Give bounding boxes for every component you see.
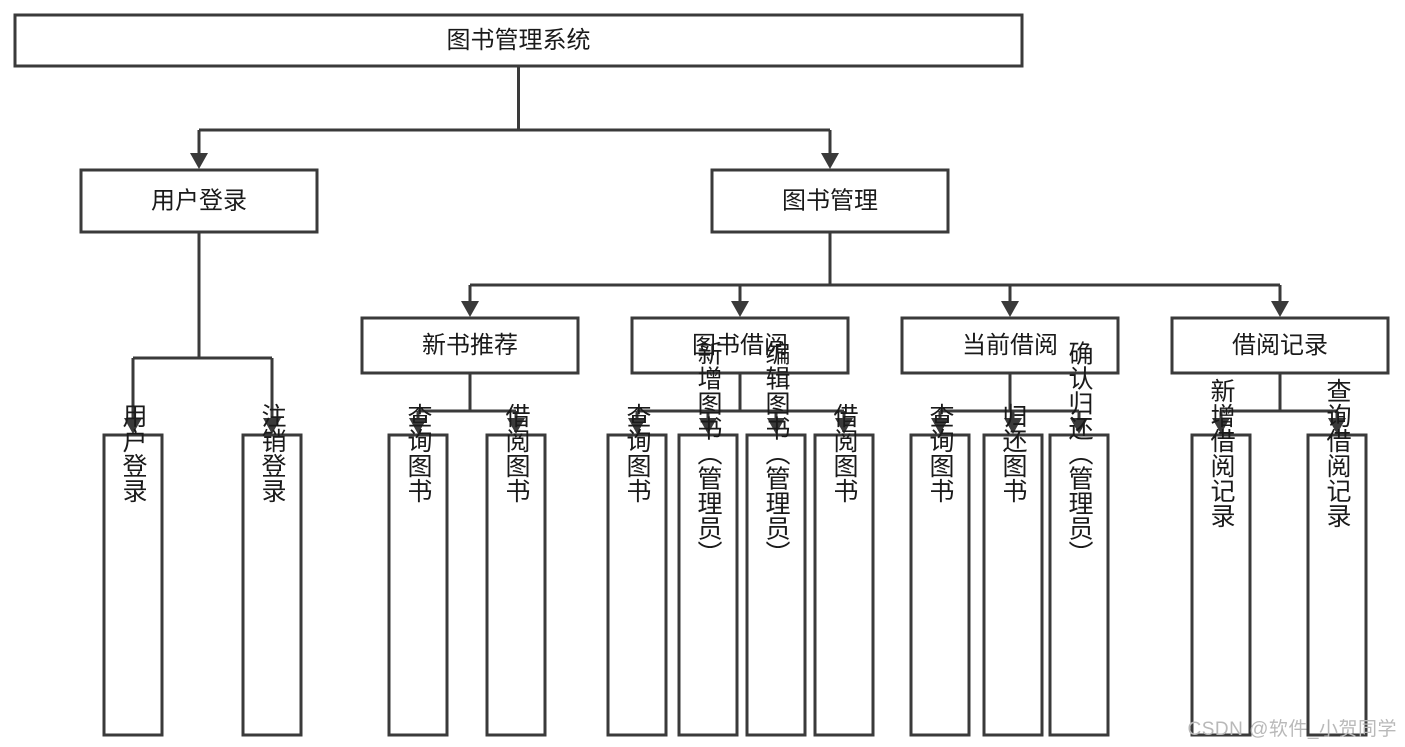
arrow-head-icon — [1004, 418, 1022, 434]
node-label: 查询图书 — [926, 403, 955, 503]
node-box — [909, 433, 971, 737]
node-root[interactable]: 图书管理系统 — [13, 13, 1024, 68]
node-leaf-add-book[interactable]: 新增图书（管理员） — [677, 341, 739, 737]
arrow-head-icon — [124, 418, 142, 434]
arrow-head-icon — [731, 301, 749, 317]
node-leaf-borrow-book-2[interactable]: 借阅图书 — [813, 403, 875, 737]
node-book-borrow[interactable]: 图书借阅 — [630, 316, 850, 375]
arrow-head-icon — [628, 418, 646, 434]
node-current-borrow[interactable]: 当前借阅 — [900, 316, 1120, 375]
node-label: 新增借阅记录 — [1207, 378, 1236, 528]
arrow-head-icon — [699, 418, 717, 434]
node-label: 借阅图书 — [830, 403, 859, 503]
node-box — [1170, 316, 1390, 375]
node-box — [387, 433, 449, 737]
node-book-manage[interactable]: 图书管理 — [710, 168, 950, 234]
arrow-head-icon — [821, 153, 839, 169]
node-label: 查询图书 — [404, 403, 433, 503]
arrow-head-icon — [931, 418, 949, 434]
node-leaf-query-record[interactable]: 查询借阅记录 — [1306, 378, 1368, 737]
arrow-head-icon — [1001, 301, 1019, 317]
arrow-head-icon — [767, 418, 785, 434]
node-leaf-add-record[interactable]: 新增借阅记录 — [1190, 378, 1252, 737]
node-box — [1190, 433, 1252, 737]
arrow-head-icon — [1070, 418, 1088, 434]
arrow-head-icon — [1271, 301, 1289, 317]
node-label: 注销登录 — [258, 403, 287, 503]
arrow-head-icon — [409, 418, 427, 434]
arrow-head-icon — [835, 418, 853, 434]
arrow-head-icon — [1328, 418, 1346, 434]
node-label: 借阅记录 — [1232, 332, 1328, 359]
node-leaf-logout[interactable]: 注销登录 — [241, 403, 303, 737]
node-box — [485, 433, 547, 737]
node-label: 图书管理系统 — [447, 27, 591, 54]
node-user-login[interactable]: 用户登录 — [79, 168, 319, 234]
arrow-head-icon — [190, 153, 208, 169]
node-label: 新增图书（管理员） — [694, 341, 723, 566]
node-label: 当前借阅 — [962, 332, 1058, 359]
node-new-book-rec[interactable]: 新书推荐 — [360, 316, 580, 375]
node-label: 用户登录 — [151, 187, 247, 214]
node-label: 用户登录 — [119, 403, 148, 503]
node-leaf-user-login[interactable]: 用户登录 — [102, 403, 164, 737]
node-leaf-query-book-3[interactable]: 查询图书 — [909, 403, 971, 737]
node-label: 图书借阅 — [692, 332, 788, 359]
nodes-layer: 图书管理系统用户登录图书管理新书推荐图书借阅当前借阅借阅记录用户登录注销登录查询… — [13, 13, 1390, 737]
node-label: 查询借阅记录 — [1323, 378, 1352, 528]
node-box — [630, 316, 850, 375]
node-leaf-query-book-2[interactable]: 查询图书 — [606, 403, 668, 737]
node-leaf-edit-book[interactable]: 编辑图书（管理员） — [745, 341, 807, 737]
node-box — [79, 168, 319, 234]
node-label: 图书管理 — [782, 187, 878, 214]
node-box — [900, 316, 1120, 375]
arrow-head-icon — [1212, 418, 1230, 434]
node-leaf-borrow-book-1[interactable]: 借阅图书 — [485, 403, 547, 737]
node-label: 确认归还（管理员） — [1065, 341, 1094, 566]
node-box — [241, 433, 303, 737]
node-box — [710, 168, 950, 234]
arrow-head-icon — [263, 418, 281, 434]
node-box — [982, 433, 1044, 737]
node-leaf-query-book-1[interactable]: 查询图书 — [387, 403, 449, 737]
arrow-head-icon — [461, 301, 479, 317]
node-box — [360, 316, 580, 375]
node-leaf-return-book[interactable]: 归还图书 — [982, 403, 1044, 737]
node-leaf-confirm-return[interactable]: 确认归还（管理员） — [1048, 341, 1110, 737]
node-label: 编辑图书（管理员） — [762, 341, 791, 566]
node-label: 借阅图书 — [502, 403, 531, 503]
node-box — [677, 433, 739, 737]
node-box — [102, 433, 164, 737]
node-label: 新书推荐 — [422, 332, 518, 359]
node-box — [813, 433, 875, 737]
node-box — [13, 13, 1024, 68]
node-label: 归还图书 — [999, 403, 1028, 503]
node-label: 查询图书 — [623, 403, 652, 503]
node-box — [745, 433, 807, 737]
node-box — [606, 433, 668, 737]
node-borrow-record[interactable]: 借阅记录 — [1170, 316, 1390, 375]
node-box — [1048, 433, 1110, 737]
connectors-layer — [124, 66, 1346, 434]
arrow-head-icon — [507, 418, 525, 434]
node-box — [1306, 433, 1368, 737]
